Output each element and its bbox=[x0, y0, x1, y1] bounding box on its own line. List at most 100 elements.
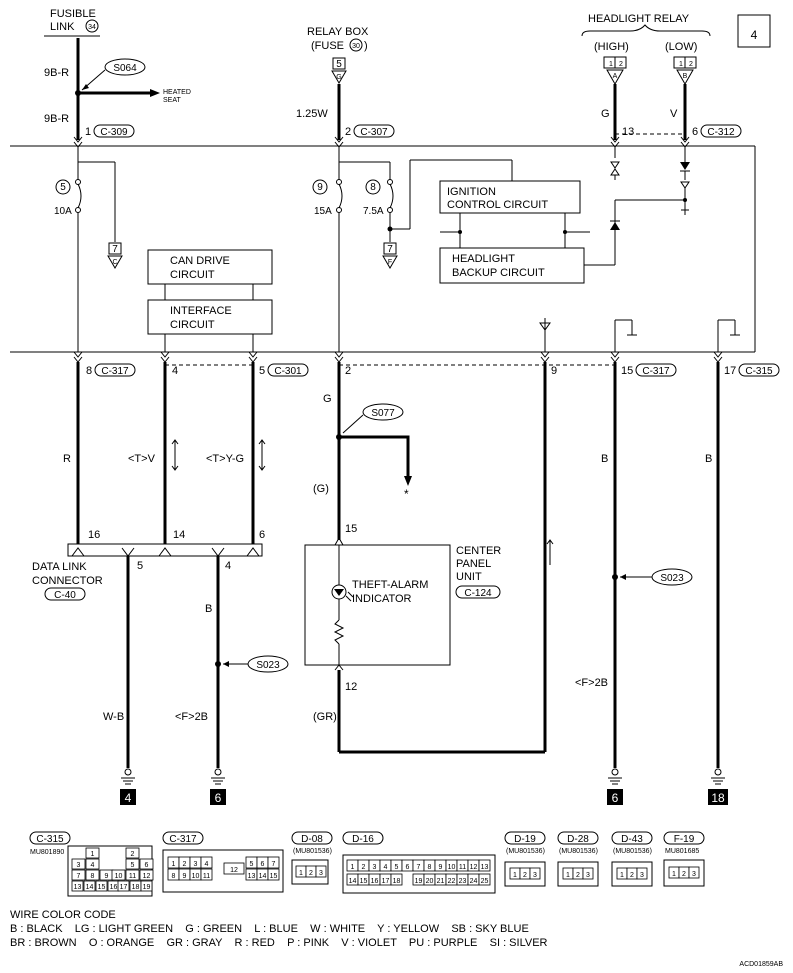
c317-pin-label: 3 bbox=[194, 861, 198, 868]
c317-pin-label: 11 bbox=[203, 873, 210, 880]
d16-pin-label: 14 bbox=[349, 878, 357, 885]
d19-pin-label: 2 bbox=[523, 872, 527, 879]
c315-pin-label: 3 bbox=[77, 862, 81, 869]
svg-text:1.25W: 1.25W bbox=[296, 108, 328, 120]
can-drive-circuit bbox=[147, 249, 273, 285]
svg-text:5: 5 bbox=[259, 365, 265, 377]
c315-pin-label: 1 bbox=[91, 851, 95, 858]
svg-text:5: 5 bbox=[336, 59, 342, 70]
d43-pin-label: 2 bbox=[630, 872, 634, 879]
svg-text:INDICATOR: INDICATOR bbox=[352, 593, 412, 605]
svg-text:C-40: C-40 bbox=[54, 590, 76, 601]
c317-pin-label: 14 bbox=[259, 873, 267, 880]
c315-pin-label: 17 bbox=[120, 884, 128, 891]
c315-pin-label: 11 bbox=[129, 873, 136, 880]
d16-pin-label: 21 bbox=[437, 878, 445, 885]
svg-text:(LOW): (LOW) bbox=[665, 41, 697, 53]
d16-pin-label: 19 bbox=[415, 878, 423, 885]
c317-pin-label: 9 bbox=[183, 873, 187, 880]
d16-pin-label: 5 bbox=[395, 864, 399, 871]
c315-pin bbox=[139, 869, 154, 881]
c317-pin-label: 10 bbox=[192, 873, 200, 880]
svg-text:A: A bbox=[613, 73, 618, 80]
svg-text:V: V bbox=[670, 108, 678, 120]
svg-text:CONNECTOR: CONNECTOR bbox=[32, 575, 103, 587]
c315-pin bbox=[125, 869, 140, 881]
svg-text:MU801685: MU801685 bbox=[665, 848, 699, 855]
svg-text:F: F bbox=[388, 259, 392, 266]
c317-pin bbox=[200, 856, 213, 869]
svg-text:B: B bbox=[601, 453, 608, 465]
svg-text:S077: S077 bbox=[371, 408, 395, 419]
d16-pin bbox=[478, 859, 491, 872]
svg-text:15: 15 bbox=[345, 523, 357, 535]
svg-text:B: B bbox=[705, 453, 712, 465]
svg-text:CENTER: CENTER bbox=[456, 545, 501, 557]
svg-text:6: 6 bbox=[215, 791, 222, 805]
svg-text:9: 9 bbox=[317, 182, 323, 193]
c315-pin-label: 9 bbox=[105, 873, 109, 880]
svg-text:2: 2 bbox=[619, 61, 623, 68]
svg-text:14: 14 bbox=[173, 529, 185, 541]
svg-text:D-16: D-16 bbox=[352, 834, 374, 845]
c315-pin-label: 16 bbox=[110, 884, 118, 891]
svg-text:8: 8 bbox=[86, 365, 92, 377]
svg-text:6: 6 bbox=[259, 529, 265, 541]
d16-pin-label: 12 bbox=[470, 864, 478, 871]
svg-text:SEAT: SEAT bbox=[163, 97, 181, 104]
d16-pin-label: 22 bbox=[448, 878, 456, 885]
c317-pin-label: 15 bbox=[270, 873, 278, 880]
svg-text:B : BLACK LG : LIGHT GREEN: B : BLACK LG : LIGHT GREEN G : GREEN L :… bbox=[10, 923, 529, 935]
d08-pin-label: 1 bbox=[299, 870, 303, 877]
c317-pin-label: 7 bbox=[272, 861, 276, 868]
svg-text:C-315: C-315 bbox=[745, 366, 773, 377]
d43-pin-label: 1 bbox=[620, 872, 624, 879]
d16-pin-label: 11 bbox=[459, 864, 466, 871]
svg-text:BACKUP CIRCUIT: BACKUP CIRCUIT bbox=[452, 267, 545, 279]
svg-text:IGNITION: IGNITION bbox=[447, 186, 496, 198]
svg-text:D-08: D-08 bbox=[301, 834, 323, 845]
svg-text:B: B bbox=[683, 73, 688, 80]
c317-pin bbox=[267, 856, 280, 869]
data-link-connector bbox=[67, 543, 263, 557]
c317-pin-label: 12 bbox=[230, 867, 238, 874]
svg-text:9B-R: 9B-R bbox=[44, 67, 69, 79]
svg-text:INTERFACE: INTERFACE bbox=[170, 305, 232, 317]
relay-box-label: RELAY BOX (FUSE 30 ) 5 G bbox=[307, 26, 369, 84]
c315-pin bbox=[71, 880, 84, 892]
c317-pin-label: 2 bbox=[183, 861, 187, 868]
svg-text:(FUSE: (FUSE bbox=[311, 40, 344, 52]
svg-text:G: G bbox=[323, 393, 332, 405]
d08-pin-label: 2 bbox=[309, 870, 313, 877]
svg-text:17: 17 bbox=[724, 365, 736, 377]
svg-text:2: 2 bbox=[345, 126, 351, 138]
c317-pin-label: 13 bbox=[248, 873, 256, 880]
d19-pin-label: 3 bbox=[533, 872, 537, 879]
c317-pin-label: 6 bbox=[261, 861, 265, 868]
svg-text:CONTROL CIRCUIT: CONTROL CIRCUIT bbox=[447, 199, 548, 211]
svg-text:RELAY BOX: RELAY BOX bbox=[307, 26, 369, 38]
c315-pin bbox=[125, 858, 140, 870]
c315-pin bbox=[139, 858, 154, 870]
svg-text:PANEL: PANEL bbox=[456, 558, 491, 570]
svg-text:HEADLIGHT RELAY: HEADLIGHT RELAY bbox=[588, 13, 690, 25]
ground-symbols: 4 6 6 18 bbox=[120, 768, 728, 805]
d16-pin-label: 3 bbox=[373, 864, 377, 871]
ignition-control-circuit bbox=[439, 180, 581, 214]
fusible-link-label: FUSIBLE LINK 34 bbox=[44, 8, 100, 37]
svg-text:C-309: C-309 bbox=[100, 127, 128, 138]
d08-pin bbox=[315, 865, 327, 878]
c315-pin bbox=[85, 858, 100, 870]
c315-pin bbox=[85, 869, 100, 881]
svg-text:9B-R: 9B-R bbox=[44, 113, 69, 125]
d16-pin-label: 1 bbox=[351, 864, 355, 871]
d16-pin-label: 10 bbox=[448, 864, 456, 871]
control-unit-box bbox=[10, 145, 756, 353]
c315-pin-label: 15 bbox=[98, 884, 106, 891]
svg-text:(HIGH): (HIGH) bbox=[594, 41, 629, 53]
